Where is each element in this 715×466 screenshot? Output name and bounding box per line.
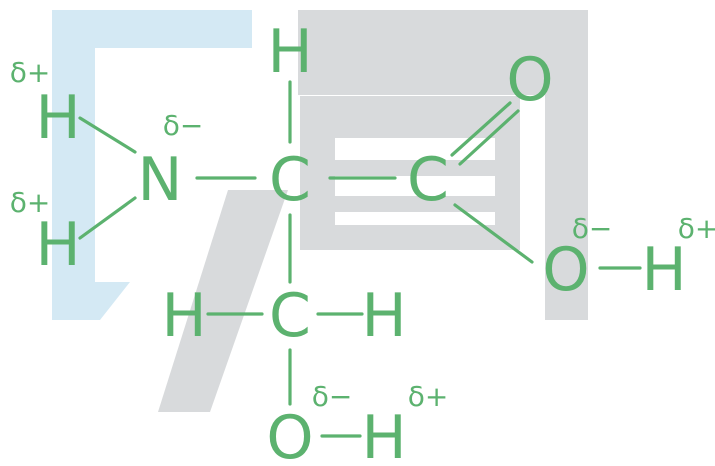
- charge-o-side: δ−: [312, 380, 353, 413]
- bond-carbonyl-double-1: [450, 101, 512, 157]
- atom-h-beta-left: H: [161, 281, 206, 351]
- charge-h-hydroxyl: δ+: [678, 212, 715, 245]
- atom-h-hydroxyl: H: [641, 235, 686, 305]
- watermark-slash: [158, 190, 288, 412]
- partial-charge-labels: δ− δ+ δ+ δ− δ+ δ− δ+: [10, 56, 715, 413]
- atom-o-hydroxyl: O: [542, 235, 589, 305]
- watermark-logo: [52, 10, 588, 412]
- watermark-left-bracket: [52, 10, 252, 320]
- atom-h-alpha: H: [267, 17, 312, 87]
- charge-h-side: δ+: [408, 380, 449, 413]
- atom-c-beta: C: [269, 281, 311, 351]
- charge-h-amino-top: δ+: [10, 56, 51, 89]
- atom-h-beta-right: H: [361, 281, 406, 351]
- bond-h-bottom-to-n: [78, 196, 137, 240]
- atom-o-side: O: [266, 403, 313, 466]
- charge-n: δ−: [163, 109, 204, 142]
- bond-carbonyl-double-2: [458, 109, 520, 166]
- atom-h-side: H: [361, 403, 406, 466]
- watermark-bar-2: [335, 160, 495, 176]
- watermark-inner-frame: [300, 96, 520, 250]
- watermark-bar-1: [335, 122, 495, 138]
- atom-c-alpha: C: [269, 145, 311, 215]
- watermark-bar-3: [335, 196, 495, 212]
- watermark-right-frame: [298, 10, 588, 320]
- atom-n-amino: N: [138, 145, 183, 215]
- charge-o-hydroxyl: δ−: [572, 212, 613, 245]
- bond-lines: [78, 80, 642, 438]
- charge-h-amino-bottom: δ+: [10, 186, 51, 219]
- bond-h-top-to-n: [78, 116, 137, 154]
- atom-h-amino-bottom: H: [35, 210, 80, 280]
- atom-h-amino-top: H: [35, 83, 80, 153]
- atom-c-carboxyl: C: [407, 145, 449, 215]
- atom-o-double: O: [506, 45, 553, 115]
- bond-c-carboxyl-to-o-hydroxyl: [453, 203, 534, 264]
- atom-labels: C C O O H H N H H C H H O H: [35, 17, 686, 466]
